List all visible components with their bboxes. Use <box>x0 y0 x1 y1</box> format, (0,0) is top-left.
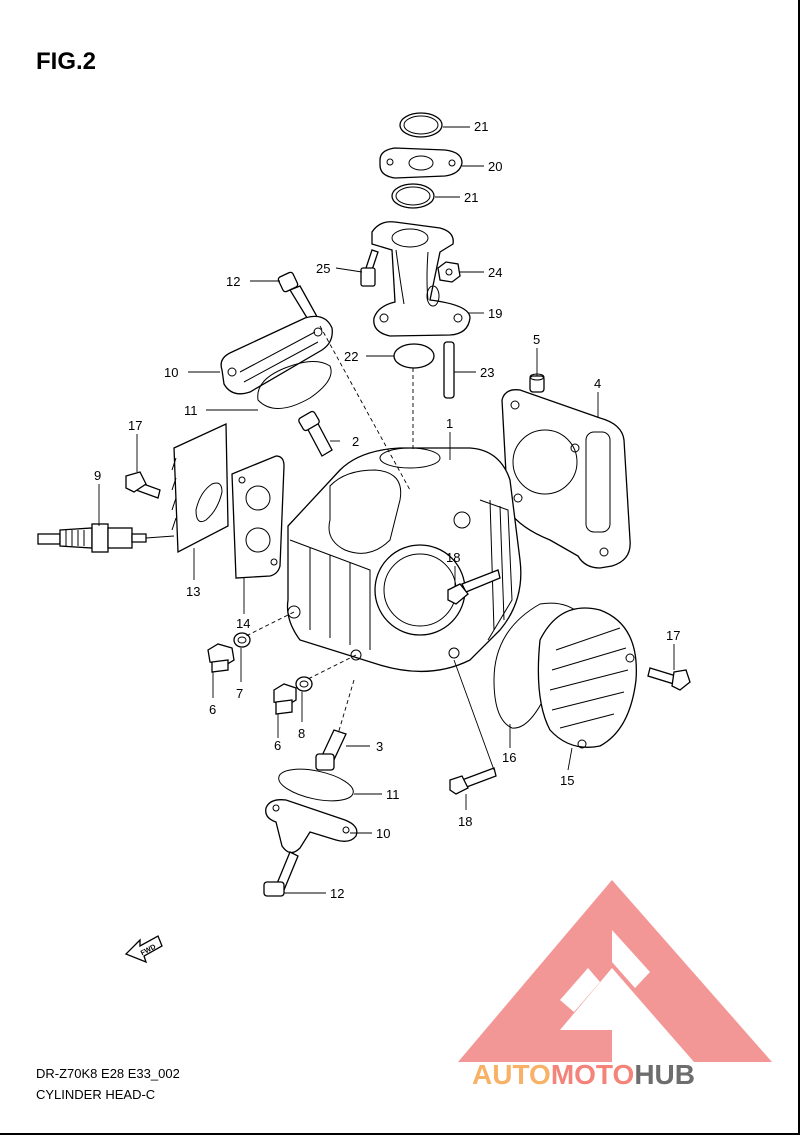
side-cover-15 <box>537 607 638 749</box>
intake-pipe-19 <box>371 221 471 337</box>
callout-7: 7 <box>236 686 243 701</box>
bolt-18-lower <box>449 767 497 795</box>
dowel-pin-5 <box>529 373 545 393</box>
callout-3: 3 <box>376 739 383 754</box>
o-ring-11-lower <box>278 768 354 802</box>
callout-11-lower: 11 <box>386 787 400 802</box>
callout-17-right: 17 <box>666 628 680 643</box>
gasket-14 <box>231 455 285 579</box>
callout-2: 2 <box>352 434 359 449</box>
plug-6-upper <box>207 643 235 673</box>
callout-15: 15 <box>560 773 574 788</box>
tappet-cover-10-upper <box>220 315 333 395</box>
section-name: CYLINDER HEAD-C <box>36 1087 156 1102</box>
fwd-arrow-icon: FWD <box>124 935 163 964</box>
callout-25: 25 <box>316 261 330 276</box>
o-ring-11-upper <box>257 361 332 409</box>
callout-12-lower: 12 <box>330 886 344 901</box>
washer-8 <box>295 676 313 692</box>
callout-23: 23 <box>480 365 494 380</box>
callout-6-lower: 6 <box>274 738 281 753</box>
callout-19: 19 <box>488 306 502 321</box>
nut-24 <box>437 261 461 283</box>
cylinder-head-1 <box>286 447 522 673</box>
bolt-25 <box>360 249 379 287</box>
washer-7 <box>233 632 251 648</box>
callout-16: 16 <box>502 750 516 765</box>
plug-6-lower <box>273 683 297 715</box>
callout-5: 5 <box>533 332 540 347</box>
callout-10-lower: 10 <box>376 826 390 841</box>
o-ring-21-lower <box>391 183 435 209</box>
tappet-cover-10-lower <box>265 799 358 854</box>
callout-13: 13 <box>186 584 200 599</box>
callout-22: 22 <box>344 349 358 364</box>
bolt-12-lower <box>263 851 299 897</box>
bolt-17-right <box>647 667 691 691</box>
spark-plug-adapter-2 <box>298 410 333 457</box>
o-ring-22 <box>393 343 435 369</box>
callout-21-lower: 21 <box>464 190 478 205</box>
watermark-hub: HUB <box>634 1059 695 1090</box>
head-gasket-4 <box>501 389 631 569</box>
adjuster-3 <box>315 729 347 771</box>
callout-9: 9 <box>94 468 101 483</box>
o-ring-21-top <box>399 112 443 138</box>
callout-8: 8 <box>298 726 305 741</box>
callout-11-upper: 11 <box>184 403 198 418</box>
model-code: DR-Z70K8 E28 E33_002 <box>36 1066 180 1081</box>
callout-18-lower: 18 <box>458 814 472 829</box>
callout-21-top: 21 <box>474 119 488 134</box>
figure-title: FIG.2 <box>36 48 97 75</box>
callout-4: 4 <box>594 376 601 391</box>
callout-18-upper: 18 <box>446 550 460 565</box>
watermark-logo-icon <box>458 880 772 1062</box>
callout-20: 20 <box>488 159 502 174</box>
watermark-moto: MOTO <box>551 1059 634 1090</box>
spark-plug-9 <box>37 523 147 553</box>
bolt-18-upper <box>447 569 501 605</box>
callout-10-upper: 10 <box>164 365 178 380</box>
bolt-17-left <box>125 471 161 499</box>
callout-14: 14 <box>236 616 250 631</box>
watermark-text: AUTOMOTOHUB <box>472 1059 695 1090</box>
insulator-20 <box>379 147 463 179</box>
callout-12-upper: 12 <box>226 274 240 289</box>
watermark-auto: AUTO <box>472 1059 551 1090</box>
leader-lines <box>98 126 675 894</box>
callout-24: 24 <box>488 265 502 280</box>
callout-17-left: 17 <box>128 418 142 433</box>
callout-1: 1 <box>446 416 453 431</box>
heat-shield-13 <box>171 422 229 554</box>
stud-23 <box>443 341 455 399</box>
callout-6-upper: 6 <box>209 702 216 717</box>
